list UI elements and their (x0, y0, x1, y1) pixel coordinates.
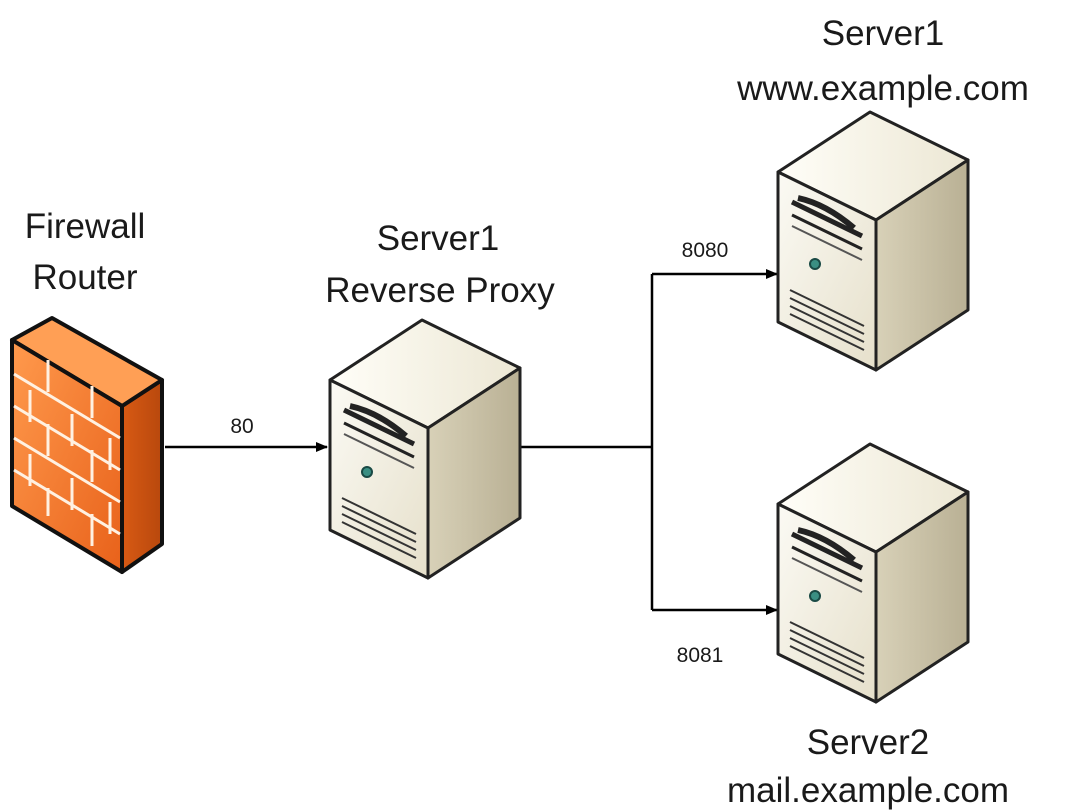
proxy-label-line1: Server1 (377, 219, 500, 258)
proxy-label-line2: Reverse Proxy (325, 271, 555, 310)
connection-proxy-to-servers (512, 269, 778, 615)
port-label-80: 80 (230, 415, 253, 438)
web-server-label-line2: www.example.com (736, 69, 1029, 108)
mail-server-label-line1: Server2 (807, 723, 930, 762)
mail-server-tower-icon (778, 444, 968, 702)
web-server-tower-icon (778, 112, 968, 370)
port-label-8080: 8080 (682, 239, 729, 262)
proxy-server-tower-icon (330, 320, 520, 578)
firewall-label-line1: Firewall (25, 207, 146, 246)
port-label-8081: 8081 (677, 644, 724, 667)
firewall-brick-wall-icon (10, 316, 164, 574)
firewall-label-line2: Router (32, 258, 137, 297)
mail-server-label-line2: mail.example.com (727, 771, 1009, 810)
web-server-label-line1: Server1 (822, 14, 945, 53)
